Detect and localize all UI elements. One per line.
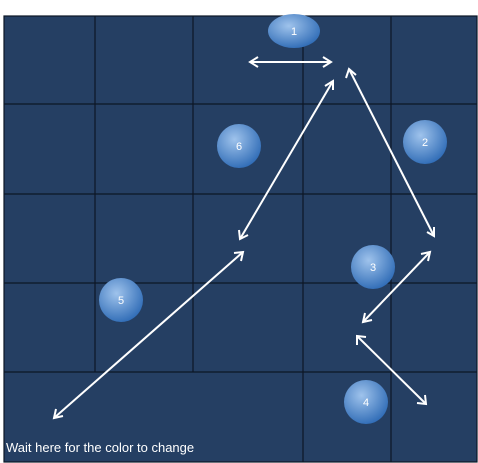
arrow-step-2 (345, 67, 435, 238)
wait-caption: Wait here for the color to change (6, 440, 195, 455)
arrow-step-4 (356, 334, 428, 406)
step-badge-label: 6 (236, 141, 242, 153)
route-arrows (52, 56, 435, 420)
step-badge-5: 5 (99, 278, 143, 322)
step-badge-3: 3 (351, 245, 395, 289)
grid-lines (3, 15, 478, 463)
arrow-step-3 (361, 250, 432, 324)
step-badge-1: 1 (268, 14, 320, 48)
step-badge-4: 4 (344, 380, 388, 424)
step-badge-2: 2 (403, 120, 447, 164)
step-badge-label: 5 (118, 295, 124, 307)
arrow-step-6 (238, 79, 334, 241)
step-badge-label: 3 (370, 262, 376, 274)
arrow-step-1 (248, 56, 333, 68)
step-badge-6: 6 (217, 124, 261, 168)
step-badge-label: 4 (363, 397, 369, 409)
step-badge-label: 1 (291, 26, 297, 38)
arrow-step-5 (52, 250, 245, 420)
step-badge-label: 2 (422, 137, 428, 149)
